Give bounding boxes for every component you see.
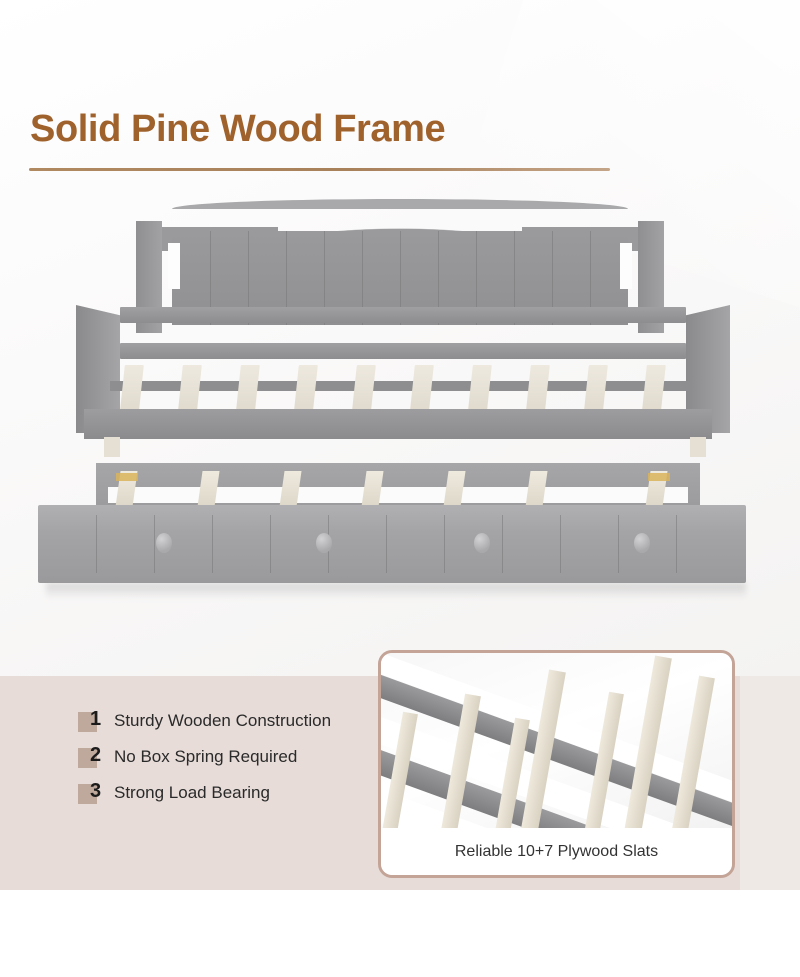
trundle-cavity-inner [108, 487, 688, 503]
deck-front-rail [84, 409, 712, 439]
headboard-slot-right [620, 243, 632, 289]
trundle-bracket-left [116, 473, 138, 481]
trundle-knob [634, 533, 650, 553]
back-rail-upper [120, 307, 686, 323]
feature-number: 2 [90, 744, 102, 766]
feature-marker-square [78, 712, 97, 732]
trundle-knob [156, 533, 172, 553]
inset-photo-card: Reliable 10+7 Plywood Slats [378, 650, 735, 878]
page-title: Solid Pine Wood Frame [30, 108, 446, 150]
feature-label: Strong Load Bearing [114, 783, 270, 802]
feature-item-1: 1 Sturdy Wooden Construction [78, 708, 378, 746]
feature-number: 1 [90, 708, 102, 730]
headboard-slot-left [168, 243, 180, 289]
product-image-daybed [0, 185, 800, 625]
feature-marker-square [78, 784, 97, 804]
inset-caption-text: Reliable 10+7 Plywood Slats [454, 842, 659, 860]
features-band-edge [740, 676, 800, 890]
trundle-knob [316, 533, 332, 553]
bed-leg-right [690, 437, 706, 457]
inset-photo-image [381, 653, 732, 828]
trundle-front-panel [38, 505, 746, 583]
inset-caption-bar: Reliable 10+7 Plywood Slats [381, 828, 732, 875]
trundle-shadow [46, 583, 746, 599]
feature-item-2: 2 No Box Spring Required [78, 744, 378, 782]
feature-item-3: 3 Strong Load Bearing [78, 780, 378, 818]
feature-label: No Box Spring Required [114, 747, 298, 766]
headboard-arch-highlight [172, 199, 628, 209]
feature-label: Sturdy Wooden Construction [114, 711, 332, 730]
trundle-bracket-right [648, 473, 670, 481]
feature-marker-square [78, 748, 97, 768]
trundle-knob [474, 533, 490, 553]
back-rail-lower [120, 343, 686, 359]
bed-leg-left [104, 437, 120, 457]
feature-list: 1 Sturdy Wooden Construction 2 No Box Sp… [78, 708, 378, 818]
deck-support-rail [110, 381, 690, 391]
feature-number: 3 [90, 780, 102, 802]
title-underline-divider [29, 168, 610, 171]
